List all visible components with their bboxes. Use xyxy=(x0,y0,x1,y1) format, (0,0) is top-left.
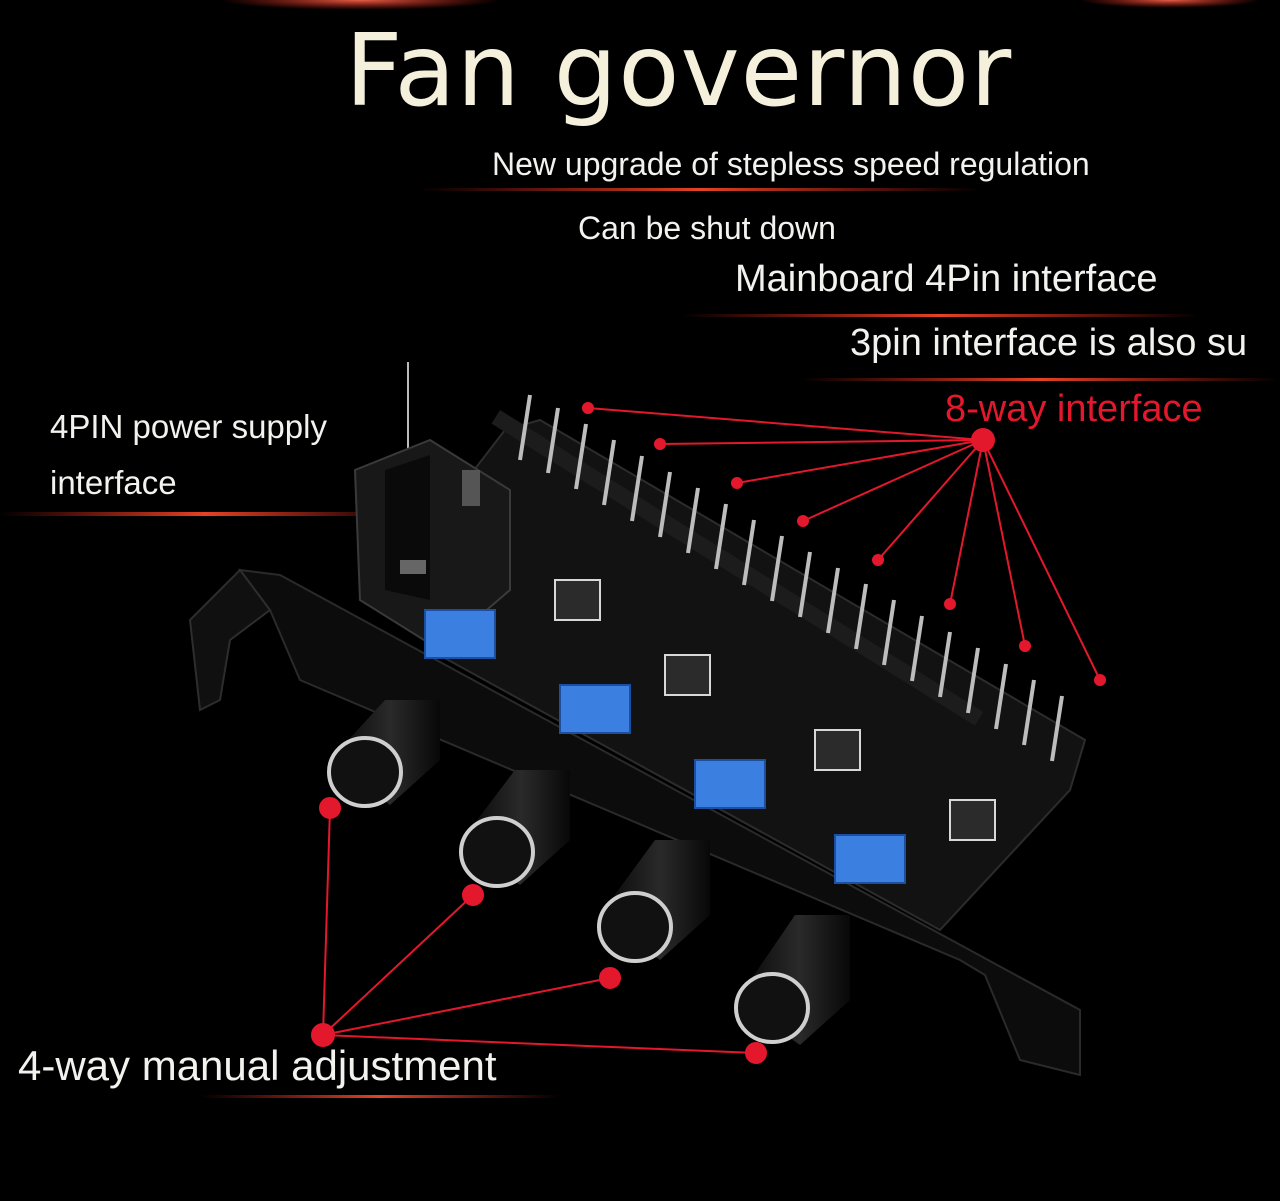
knob-4 xyxy=(734,915,850,1045)
knob-2 xyxy=(459,770,570,888)
label-8-way-interface: 8-way interface xyxy=(945,388,1203,430)
label-3pin: 3pin interface is also su xyxy=(850,322,1248,364)
label-4-way-manual: 4-way manual adjustment xyxy=(18,1042,497,1089)
pci-bracket xyxy=(188,568,1081,1077)
glow-accents xyxy=(0,0,1280,1098)
adjustment-knobs xyxy=(327,700,850,1045)
subtitle-stepless: New upgrade of stepless speed regulation xyxy=(492,146,1090,182)
subtitle-shutdown: Can be shut down xyxy=(578,210,836,246)
page-title: Fan governor xyxy=(345,12,1013,129)
knob-1 xyxy=(327,700,440,808)
label-power-supply-line1: 4PIN power supply xyxy=(50,408,327,445)
mosfets xyxy=(554,579,996,841)
label-power-supply-line2: interface xyxy=(50,464,177,501)
eight-way-callout-lines xyxy=(582,402,1106,686)
label-mainboard-4pin: Mainboard 4Pin interface xyxy=(735,258,1158,300)
potentiometer-blocks xyxy=(424,609,906,884)
fan-header-pins xyxy=(491,394,1064,762)
four-way-callout-lines xyxy=(311,797,767,1064)
pcb-board xyxy=(353,394,1087,932)
knob-3 xyxy=(597,840,710,963)
